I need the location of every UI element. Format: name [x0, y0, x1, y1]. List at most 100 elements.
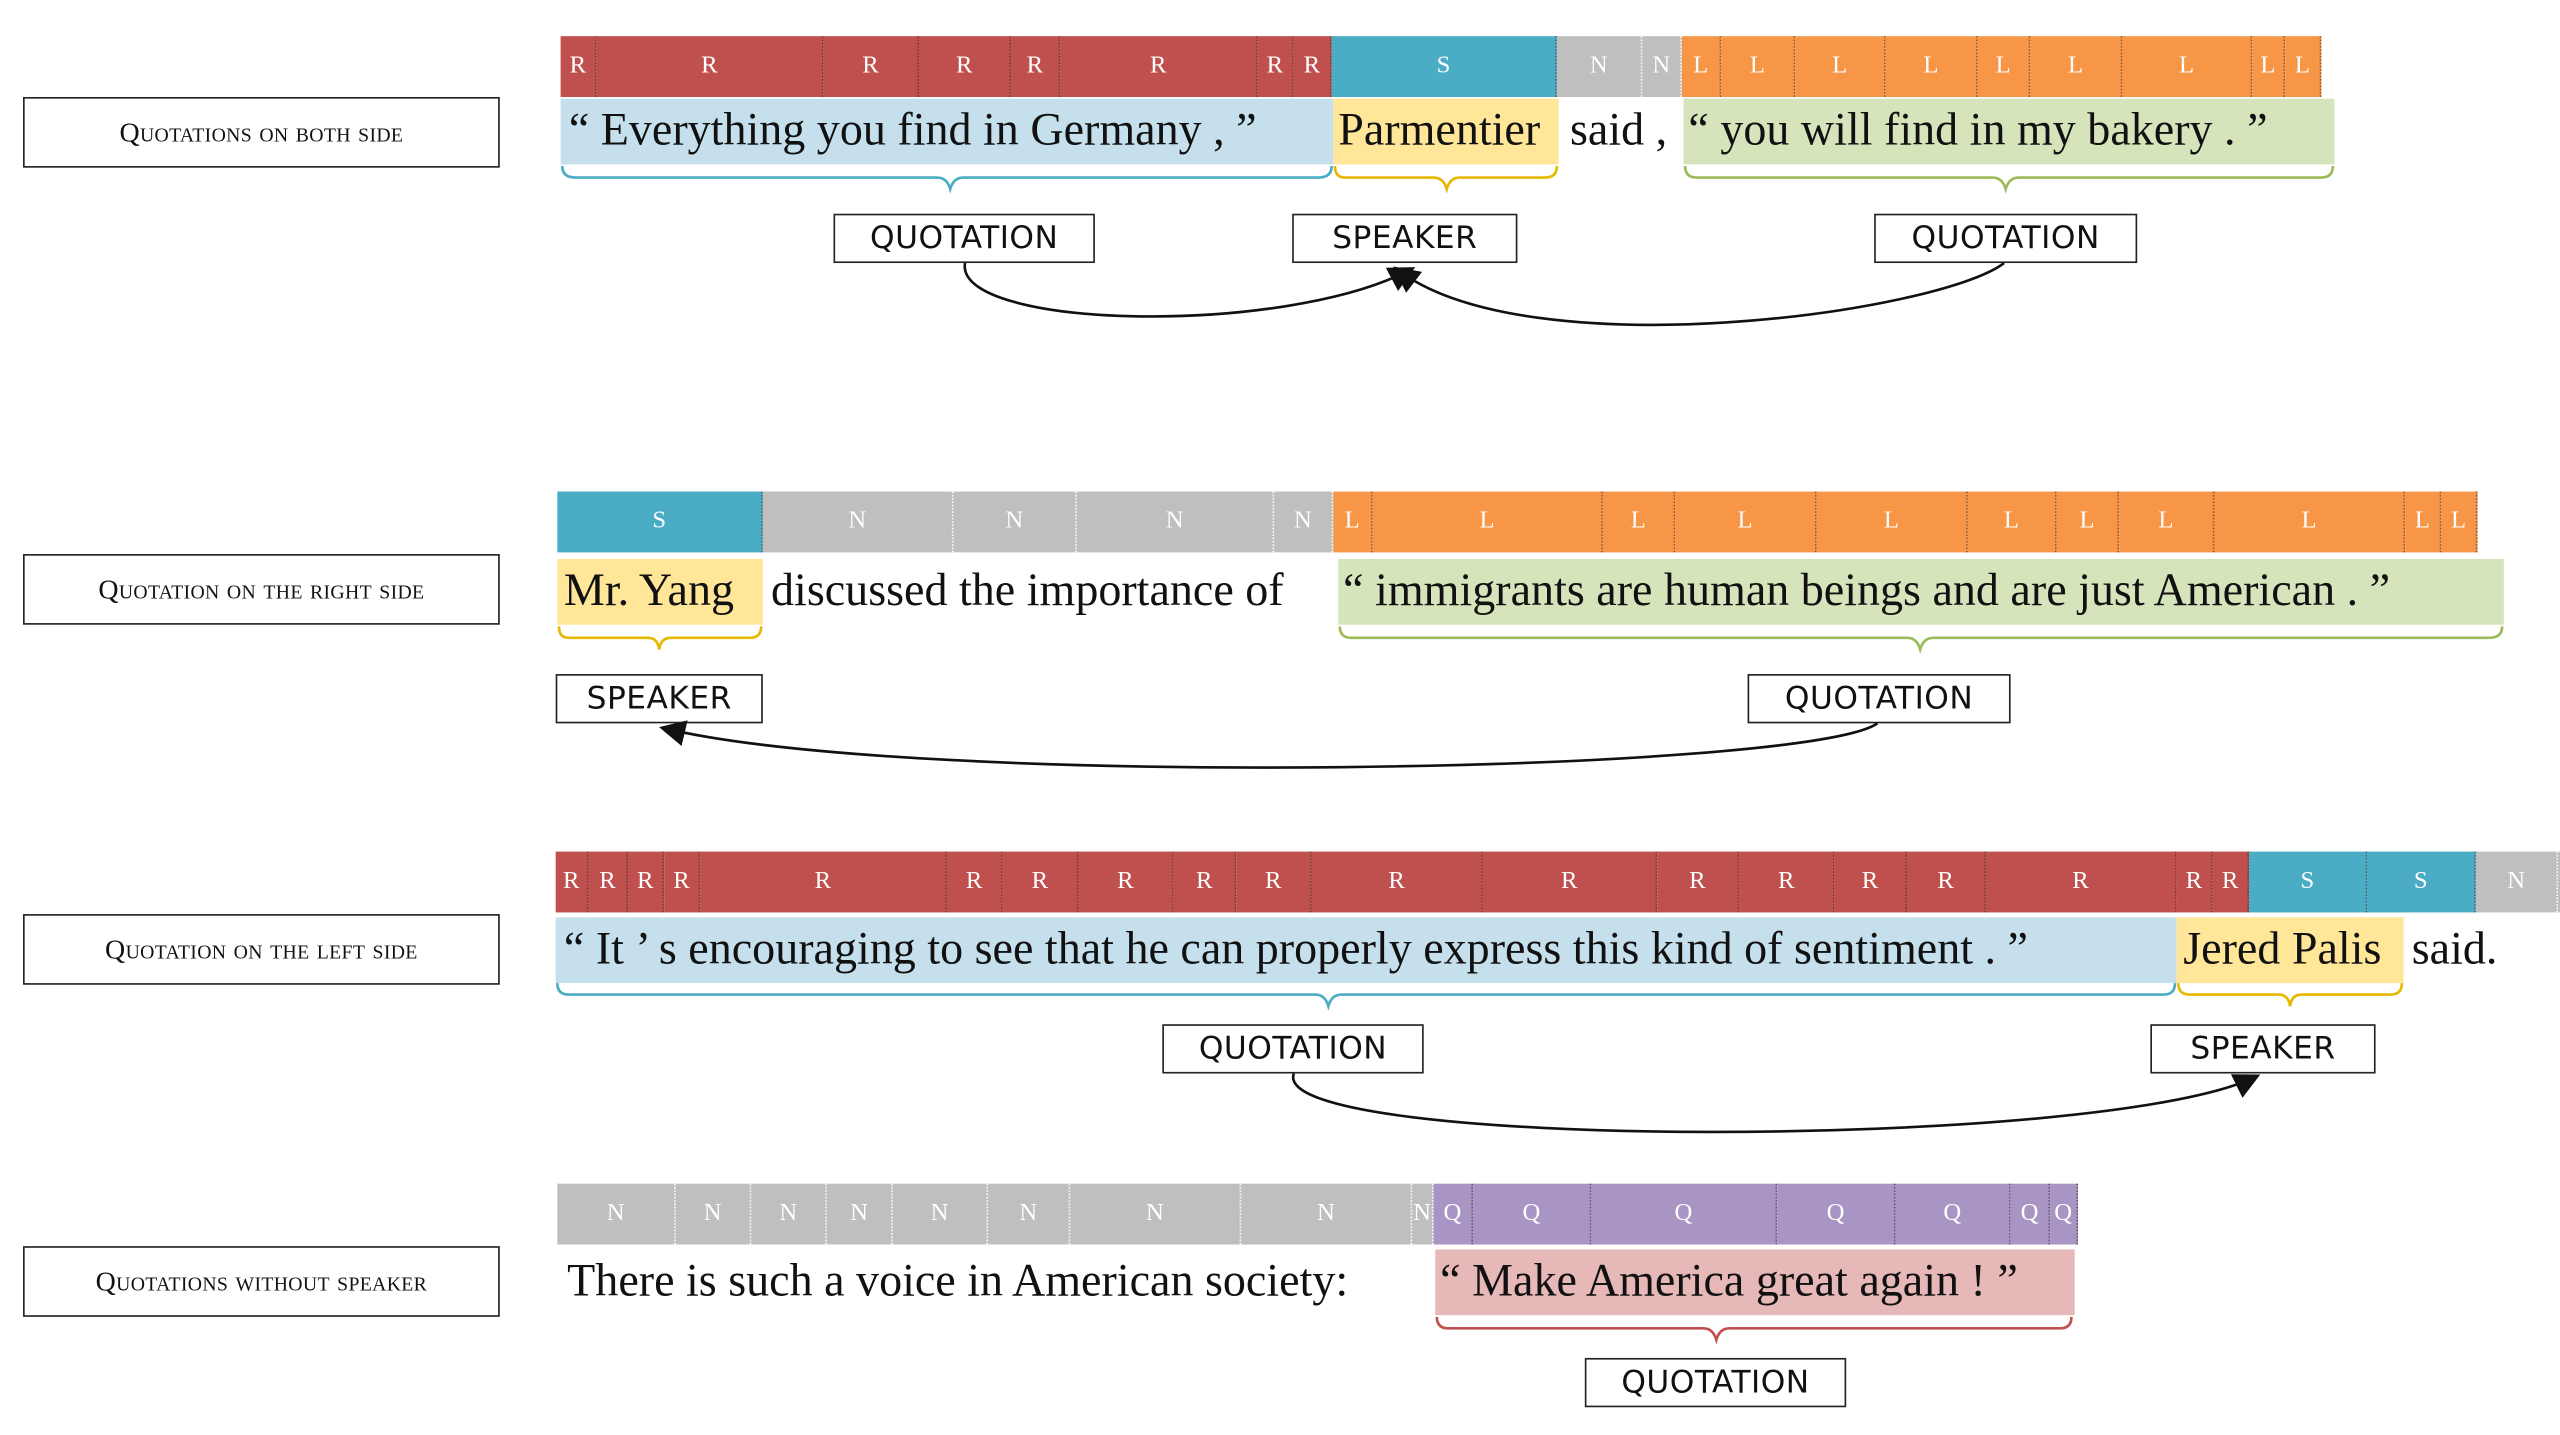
tag-cell-L: L [1885, 36, 1978, 97]
tag-cell-R: R [1293, 36, 1332, 97]
tag-cell-N: N [751, 1183, 827, 1245]
speaker-role-box: SPEAKER [2150, 1024, 2376, 1074]
row-label-right-side: Quotation on the right side [23, 554, 500, 625]
tag-cell-L: L [2122, 36, 2253, 97]
quotation-span: “ It ’ s encouraging to see that he can … [555, 917, 2177, 984]
tag-cell-R: R [823, 36, 919, 97]
tag-cell-N: N [826, 1183, 893, 1245]
tag-cell-N: N [953, 491, 1077, 553]
tag-cell-L: L [1721, 36, 1796, 97]
quotation-brace [560, 165, 1333, 194]
tag-cell-R: R [628, 851, 665, 913]
tag-cell-R: R [1834, 851, 1908, 913]
tag-cell-L: L [2441, 491, 2478, 553]
speaker-span: Mr. Yang [557, 558, 763, 625]
tag-cell-L: L [1795, 36, 1886, 97]
quotation-span-right: “ immigrants are human beings and are ju… [1338, 558, 2504, 625]
quotation-role-box: QUOTATION [833, 213, 1095, 264]
plain-text-span: There is such a voice in American societ… [567, 1256, 1349, 1307]
quotation-span-standalone: “ Make America great again ! ” [1435, 1249, 2075, 1316]
tag-cell-R: R [1739, 851, 1835, 913]
tag-cell-R: R [1236, 851, 1312, 913]
plain-text-span: discussed the importance of [771, 565, 1284, 617]
tag-cell-L: L [2119, 491, 2215, 553]
link-arrow [659, 720, 1879, 769]
tag-cell-R: R [1078, 851, 1174, 913]
tag-cell-L: L [1967, 491, 2057, 553]
link-arrow [1393, 261, 2005, 327]
tag-cell-Q: Q [1895, 1183, 2011, 1245]
tag-cell-L: L [1681, 36, 1722, 97]
tag-cell-N: N [988, 1183, 1071, 1245]
tag-cell-L: L [1333, 491, 1373, 553]
tag-cell-N: N [2475, 851, 2559, 913]
tag-cell-R: R [700, 851, 947, 913]
tag-cell-N: N [1556, 36, 1643, 97]
quotation-brace [556, 983, 2177, 1011]
tag-cell-R: R [1257, 36, 1294, 97]
tag-cell-L: L [1675, 491, 1817, 553]
speaker-role-box: SPEAKER [1292, 213, 1518, 264]
speaker-span: Parmentier [1333, 98, 1559, 165]
tag-cell-N: N [2558, 851, 2560, 913]
tag-cell-N: N [1241, 1183, 1413, 1245]
tag-cell-L: L [2056, 491, 2120, 553]
tag-cell-L: L [1372, 491, 1603, 553]
tag-cell-R: R [1311, 851, 1483, 913]
tag-cell-S: S [2248, 851, 2368, 913]
tag-cell-R: R [1482, 851, 1658, 913]
tag-cell-R: R [1002, 851, 1079, 913]
tag-cell-R: R [1011, 36, 1061, 97]
tag-cell-N: N [1412, 1183, 1434, 1245]
tag-cell-Q: Q [1777, 1183, 1896, 1245]
tag-cell-N: N [762, 491, 954, 553]
tag-cell-S: S [1331, 36, 1557, 97]
tag-cell-Q: Q [2010, 1183, 2051, 1245]
tag-cell-L: L [2405, 491, 2442, 553]
tag-cell-R: R [596, 36, 824, 97]
tag-cell-Q: Q [2050, 1183, 2079, 1245]
plain-text-span: said , [1570, 105, 1668, 157]
quotation-span: “ Everything you find in Germany , ” [560, 98, 1334, 165]
quotation-brace [1683, 165, 2335, 194]
speaker-span: Jered Palis [2176, 917, 2404, 984]
tag-cell-N: N [1642, 36, 1682, 97]
tag-cell-S: S [557, 491, 763, 553]
tag-cell-R: R [2176, 851, 2213, 913]
tag-cell-L: L [1602, 491, 1676, 553]
speaker-brace [1333, 165, 1559, 194]
tag-cell-R: R [1907, 851, 1986, 913]
tag-cell-S: S [2367, 851, 2476, 913]
row-label-without-speaker: Quotations without speaker [23, 1246, 500, 1317]
row-label-left-side: Quotation on the left side [23, 914, 500, 985]
tag-cell-R: R [1985, 851, 2177, 913]
quotation-span-right: “ you will find in my bakery . ” [1683, 98, 2335, 165]
link-arrow [963, 262, 1416, 318]
tag-cell-Q: Q [1473, 1183, 1592, 1245]
tag-cell-R: R [588, 851, 629, 913]
tag-cell-L: L [2030, 36, 2123, 97]
tag-cell-L: L [2252, 36, 2286, 97]
tag-cell-R: R [946, 851, 1003, 913]
tag-cell-R: R [1657, 851, 1740, 913]
quotation-role-box: QUOTATION [1747, 674, 2011, 724]
speaker-brace [557, 626, 763, 650]
link-arrow [1292, 1073, 2261, 1134]
quotation-role-box: QUOTATION [1162, 1024, 1424, 1074]
quotation-role-box: QUOTATION [1584, 1357, 1847, 1408]
quotation-brace [1338, 626, 2504, 655]
tag-strip-row-3: RRRRRRRRRRRRRRRRRRRSSNN [555, 851, 2560, 913]
tag-cell-L: L [2214, 491, 2406, 553]
quotation-role-box: QUOTATION [1874, 213, 2138, 264]
tag-cell-N: N [557, 1183, 676, 1245]
plain-text-span: said. [2411, 923, 2498, 975]
speaker-role-box: SPEAKER [555, 674, 763, 724]
tag-cell-N: N [892, 1183, 989, 1245]
tag-cell-R: R [664, 851, 701, 913]
tag-cell-L: L [1977, 36, 2031, 97]
tag-cell-N: N [1274, 491, 1334, 553]
